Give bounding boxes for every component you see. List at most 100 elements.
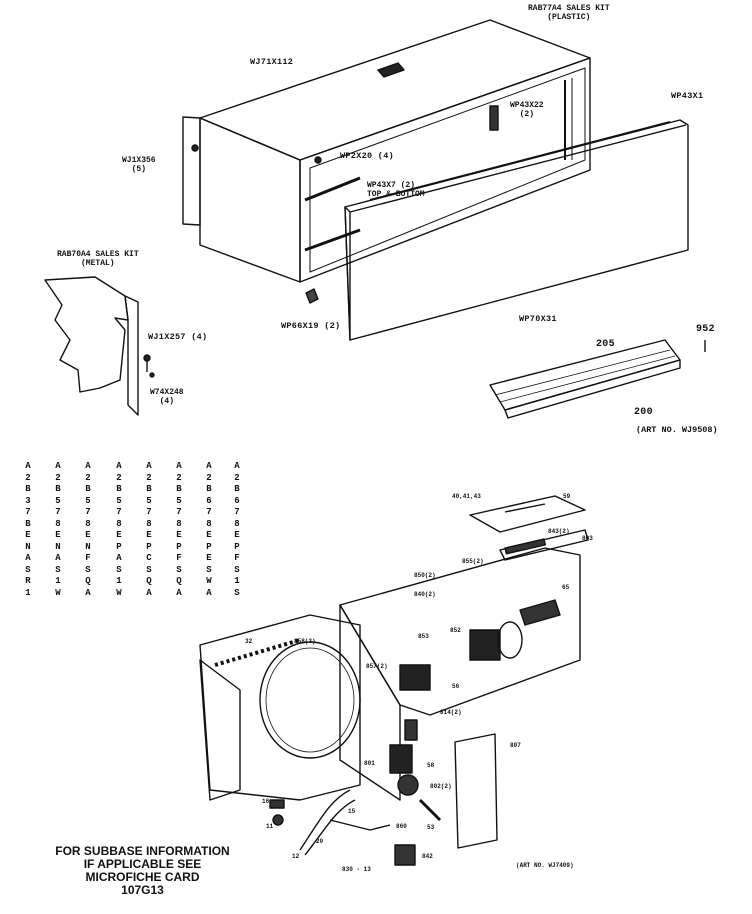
model-char: 7 [176,507,182,517]
label-842: 842 [422,853,433,860]
model-char: A [55,553,61,563]
model-char: P [234,541,240,552]
model-char: S [55,564,61,575]
model-char: B [55,484,61,494]
label-wj71x112: WJ71X112 [250,57,294,67]
model-char: S [176,564,182,575]
label-rab77a4-kit: RAB77A4 SALES KIT (PLASTIC) [528,4,610,23]
label-w74x248-line1: W74X248 [150,388,184,397]
art-number-upper: (ART NO. WJ9508) [636,425,718,435]
model-char: 8 [146,518,152,529]
note-line3: MICROFICHE CARD [85,870,200,884]
model-char: P [146,541,152,552]
model-char: A [234,461,240,471]
model-char: 2 [25,472,31,483]
label-rab77a4-line2: (PLASTIC) [547,12,591,22]
model-char: B [85,484,91,494]
label-59: 59 [563,493,571,500]
model-char: 2 [55,472,61,483]
label-12: 12 [292,853,300,860]
note-line2: IF APPLICABLE SEE [83,857,202,871]
label-65: 65 [562,584,570,591]
label-wp43x7-line2: TOP & BOTTOM [367,189,425,199]
model-char: S [234,564,240,575]
label-858: 858(3) [294,638,316,645]
model-char: A [206,587,212,598]
model-char: W [55,587,61,598]
model-char: E [206,553,212,563]
label-wj1x356-line2: (5) [131,164,146,174]
model-char: 7 [55,507,61,517]
model-char: A [25,553,31,563]
model-char: A [146,461,152,471]
label-807: 807 [510,742,521,749]
model-char: 2 [116,472,122,483]
note-line4: 107G13 [121,883,164,897]
model-char: 2 [146,472,152,483]
model-char: S [234,587,240,598]
model-char: Q [85,576,91,586]
model-char: E [146,530,152,540]
model-char: E [85,530,91,540]
model-char: A [85,461,91,471]
label-802: 802(2) [430,783,452,790]
model-char: A [25,461,31,471]
model-char: B [234,484,240,494]
subbase-info-note: FOR SUBBASE INFORMATION IF APPLICABLE SE… [30,845,255,897]
note-line1: FOR SUBBASE INFORMATION [55,844,230,858]
model-char: 8 [85,518,91,529]
model-char: 8 [176,518,182,529]
model-char: E [55,530,61,540]
model-char: 8 [55,518,61,529]
model-char: B [116,484,122,494]
model-char: A [116,553,122,563]
model-char: S [206,564,212,575]
label-wp2x20: WP2X20 (4) [340,151,395,161]
model-char: S [116,564,122,575]
model-char: 7 [85,507,91,517]
model-char: 2 [206,472,212,483]
model-char: P [176,541,182,552]
model-char: 1 [55,576,61,586]
label-wp43x7-line1: WP43X7 (2) [367,181,416,190]
label-860: 860 [396,823,407,830]
model-char: C [146,553,152,563]
model-char: B [25,484,31,494]
label-11: 11 [266,823,274,830]
model-char: A [206,461,212,471]
model-char: A [55,461,61,471]
label-56: 56 [452,683,460,690]
label-wp66x19: WP66X19 (2) [281,321,341,331]
model-char: F [234,553,240,563]
label-200: 200 [634,407,653,418]
model-char: B [146,484,152,494]
label-16: 16 [262,798,270,805]
model-char: E [206,530,212,540]
model-char: B [25,518,31,529]
model-char: F [85,553,91,563]
label-rab70a4-line1: RAB70A4 SALES KIT [57,250,139,259]
metal-side-panel [44,276,155,416]
label-w74x248: W74X248 (4) [150,388,184,407]
label-wp43x1: WP43X1 [671,91,704,101]
label-rab77a4-line1: RAB77A4 SALES KIT [528,4,610,13]
model-char: 7 [25,507,31,517]
label-830: 830 - 13 [342,866,371,873]
label-803: 803 [582,535,593,542]
model-char: N [25,541,31,552]
model-char: 1 [234,576,240,586]
model-char: 5 [176,495,182,506]
label-wj1x356-line1: WJ1X356 [122,156,156,165]
model-char: E [234,530,240,540]
model-char: S [85,564,91,575]
label-58: 58 [427,762,435,769]
model-char: 2 [234,472,240,483]
label-840: 840(2) [414,591,436,598]
model-char: A [176,461,182,471]
label-wj1x257: WJ1X257 (4) [148,332,208,342]
model-char: 1 [116,576,122,586]
